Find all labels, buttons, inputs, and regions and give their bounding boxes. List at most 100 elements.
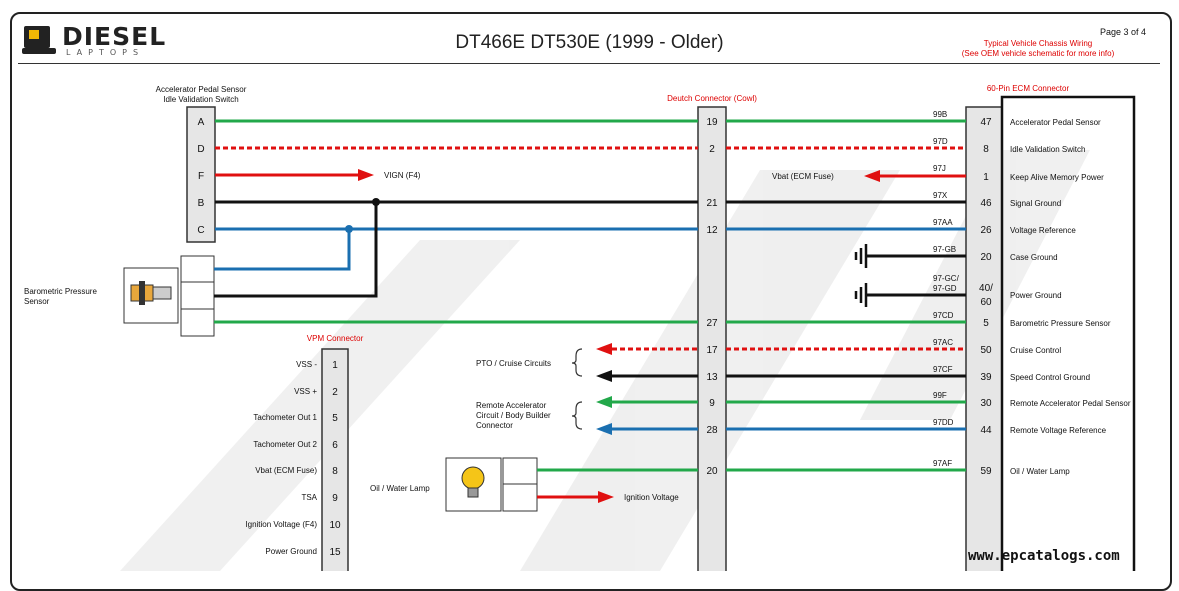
wire-label-2: 97-GD — [933, 284, 957, 293]
baro-sensor-icon — [130, 281, 172, 305]
pedal-title-1: Accelerator Pedal Sensor — [156, 85, 247, 94]
wire-label: 97AC — [933, 338, 953, 347]
light-bulb-icon — [461, 466, 485, 498]
arrow-cruise — [596, 343, 612, 355]
diesel-laptops-logo: DIESEL LAPTOPS — [20, 22, 165, 58]
ecm-function: Case Ground — [1010, 253, 1058, 262]
vpm-pin: 5 — [332, 413, 338, 424]
deutch-pin: 28 — [706, 425, 718, 436]
deutch-pin: 19 — [706, 117, 718, 128]
wire-label: 97-GC/ — [933, 274, 960, 283]
wire-label: 97DD — [933, 418, 954, 427]
wires — [214, 119, 966, 499]
remote-label-2: Circuit / Body Builder — [476, 411, 551, 420]
chassis-note-line2: (See OEM vehicle schematic for more info… — [961, 49, 1115, 58]
ecm-pin: 59 — [980, 466, 992, 477]
vpm-pin: 15 — [329, 547, 341, 558]
ecm-pin: 5 — [983, 318, 989, 329]
wire-label: 97-GB — [933, 245, 956, 254]
ignition-label: Ignition Voltage — [624, 493, 679, 502]
vpm-connector — [321, 348, 349, 571]
ecm-pin: 1 — [983, 172, 989, 183]
deutch-pin: 17 — [706, 345, 718, 356]
wire-label: 99B — [933, 110, 947, 119]
deutch-connector — [697, 106, 727, 571]
arrow-vign — [358, 169, 374, 181]
lamp-pin-1 — [502, 457, 538, 485]
arrow-remote-ref — [596, 423, 612, 435]
remote-label-3: Connector — [476, 421, 513, 430]
circuit-rows: 19 99B 47 Accelerator Pedal Sensor 2 97D… — [706, 110, 1130, 477]
deutch-pin: 9 — [709, 398, 715, 409]
vpm-label: Ignition Voltage (F4) — [245, 520, 317, 529]
vpm-label: Tachometer Out 2 — [253, 440, 317, 449]
junction-ground — [372, 198, 380, 206]
ecm-function: Cruise Control — [1010, 346, 1061, 355]
baro-pin-2 — [180, 281, 215, 310]
ecm-function: Remote Voltage Reference — [1010, 426, 1107, 435]
ecm-pin: 39 — [980, 372, 992, 383]
pedal-pins: A D F B C — [197, 117, 204, 236]
ecm-pin: 20 — [980, 252, 992, 263]
vpm-label: Power Ground — [265, 547, 317, 556]
deutch-pin: 21 — [706, 198, 718, 209]
page-indicator: Page 3 of 4 — [1100, 27, 1147, 37]
deutch-pin: 13 — [706, 372, 718, 383]
ecm-pin: 40/ — [979, 283, 993, 294]
wire-label: 99F — [933, 391, 947, 400]
wire-baro-gnd — [214, 202, 378, 298]
pedal-pin-f: F — [198, 171, 204, 182]
ecm-function: Idle Validation Switch — [1010, 145, 1085, 154]
baro-pin-1 — [180, 255, 215, 283]
page-title: DT466E DT530E (1999 - Older) — [455, 32, 724, 53]
ecm-pin-2: 60 — [980, 297, 992, 308]
wire-label: 97J — [933, 164, 946, 173]
deutch-pin: 27 — [706, 318, 718, 329]
deutch-pin: 2 — [709, 144, 715, 155]
pedal-pin-c: C — [197, 225, 204, 236]
arrow-vbat — [864, 170, 880, 182]
diagram-labels: Accelerator Pedal Sensor Idle Validation… — [24, 84, 1069, 502]
vpm-label: TSA — [301, 493, 317, 502]
ground-symbol-case — [854, 244, 868, 268]
ecm-pin: 8 — [983, 144, 989, 155]
ecm-function: Power Ground — [1010, 291, 1062, 300]
pto-brace — [571, 348, 583, 377]
vpm-pin: 6 — [332, 440, 338, 451]
ecm-function: Barometric Pressure Sensor — [1010, 319, 1111, 328]
arrow-ignition — [598, 491, 614, 503]
vpm-pin: 1 — [332, 360, 338, 371]
ecm-function: Keep Alive Memory Power — [1010, 173, 1104, 182]
vbat-label: Vbat (ECM Fuse) — [772, 172, 834, 181]
pedal-pin-a: A — [198, 117, 205, 128]
baro-label-2: Sensor — [24, 297, 50, 306]
wire-label: 97D — [933, 137, 948, 146]
wire-baro-ref — [214, 229, 351, 271]
arrow-speed-gnd — [596, 370, 612, 382]
ecm-pin: 30 — [980, 398, 992, 409]
ecm-function: Voltage Reference — [1010, 226, 1076, 235]
ground-symbol-power — [854, 283, 868, 307]
wire-label: 97CF — [933, 365, 953, 374]
ecm-pin: 44 — [980, 425, 992, 436]
watermark-url: www.epcatalogs.com — [968, 548, 1120, 564]
ecm-pin: 47 — [980, 117, 992, 128]
vpm-pin: 8 — [332, 466, 338, 477]
vpm-pin: 10 — [329, 520, 341, 531]
junction-reference — [345, 225, 353, 233]
vpm-title: VPM Connector — [307, 334, 364, 343]
remote-label-1: Remote Accelerator — [476, 401, 547, 410]
background-watermark — [120, 150, 1090, 571]
ecm-function: Speed Control Ground — [1010, 373, 1090, 382]
ecm-pin: 26 — [980, 225, 992, 236]
deutch-pin: 12 — [706, 225, 718, 236]
lamp-label: Oil / Water Lamp — [370, 484, 430, 493]
pto-label: PTO / Cruise Circuits — [476, 359, 551, 368]
ecm-title: 60-Pin ECM Connector — [987, 84, 1070, 93]
ecm-function: Signal Ground — [1010, 199, 1061, 208]
vpm-pin: 2 — [332, 387, 338, 398]
vpm-label: VSS + — [294, 387, 317, 396]
vpm-label: VSS - — [296, 360, 317, 369]
wire-label: 97AA — [933, 218, 953, 227]
logo-wordmark: DIESEL — [62, 22, 167, 51]
